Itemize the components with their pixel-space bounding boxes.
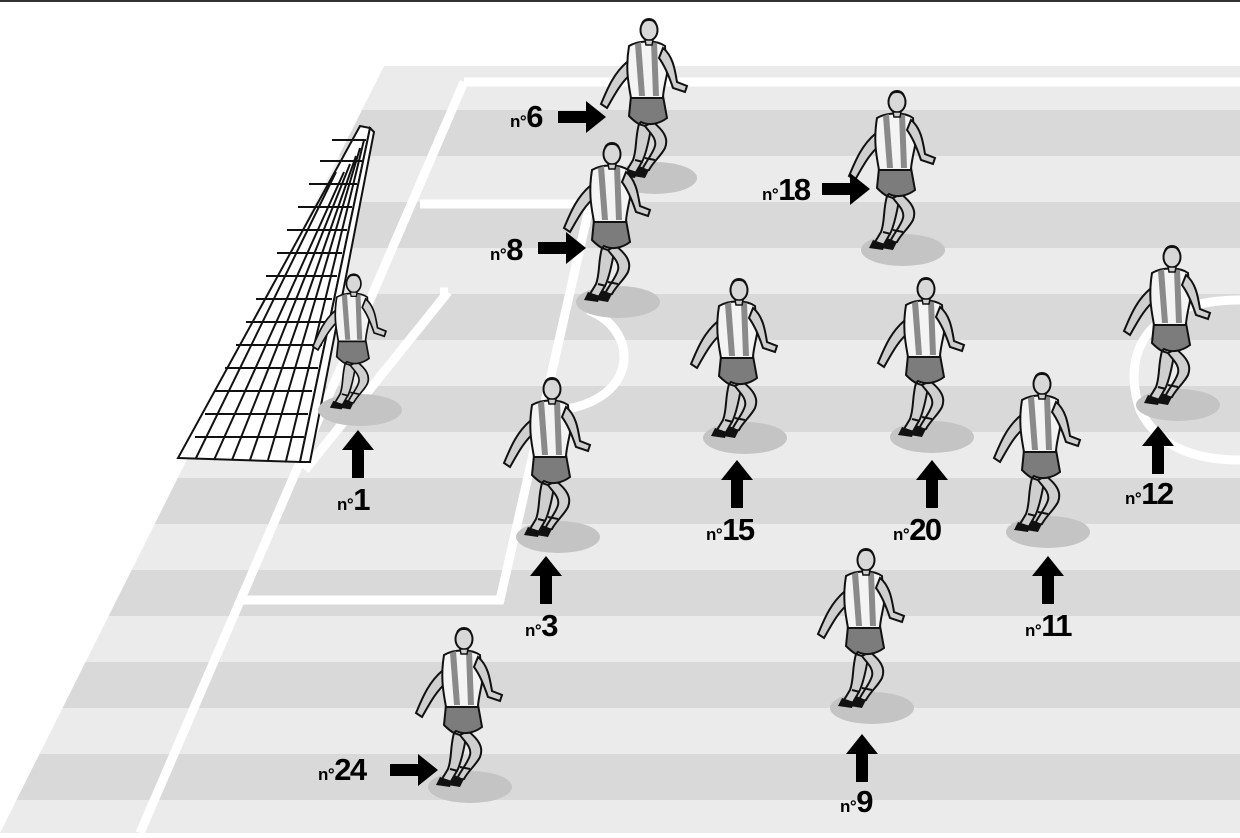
- up-arrow-icon: [1142, 426, 1174, 474]
- player-label-1: n°1: [337, 484, 369, 515]
- goalkeeper-figure: [313, 273, 386, 409]
- up-arrow-icon: [916, 460, 948, 508]
- player-shadow: [1136, 389, 1220, 421]
- player-shadow: [861, 234, 945, 266]
- player-figure-20: [878, 277, 964, 437]
- player-figure-9: [818, 548, 904, 708]
- up-arrow-icon: [846, 734, 878, 782]
- right-arrow-icon: [538, 232, 586, 264]
- player-label-18: n°18: [762, 174, 810, 205]
- player-figure-3: [504, 377, 590, 537]
- player-shadow: [1006, 516, 1090, 548]
- player-figure-11: [994, 372, 1080, 532]
- player-shadow: [576, 286, 660, 318]
- player-shadow: [428, 771, 512, 803]
- player-figure-12: [1124, 245, 1210, 405]
- up-arrow-icon: [530, 556, 562, 604]
- player-figure-18: [849, 90, 935, 250]
- player-label-15: n°15: [706, 514, 754, 545]
- up-arrow-icon: [721, 460, 753, 508]
- player-label-8: n°8: [490, 234, 522, 265]
- player-shadow: [703, 422, 787, 454]
- player-label-6: n°6: [510, 101, 542, 132]
- player-shadow: [318, 394, 402, 426]
- player-shadow: [830, 692, 914, 724]
- up-arrow-icon: [342, 430, 374, 478]
- player-label-9: n°9: [840, 786, 872, 817]
- player-label-24: n°24: [318, 754, 366, 785]
- right-arrow-icon: [558, 101, 606, 133]
- player-figure-15: [691, 278, 777, 438]
- player-label-11: n°11: [1025, 610, 1071, 641]
- player-label-3: n°3: [525, 610, 557, 641]
- player-label-12: n°12: [1125, 478, 1173, 509]
- right-arrow-icon: [822, 173, 870, 205]
- player-shadow: [890, 421, 974, 453]
- player-label-20: n°20: [893, 514, 941, 545]
- right-arrow-icon: [390, 754, 438, 786]
- up-arrow-icon: [1032, 556, 1064, 604]
- player-shadow: [516, 521, 600, 553]
